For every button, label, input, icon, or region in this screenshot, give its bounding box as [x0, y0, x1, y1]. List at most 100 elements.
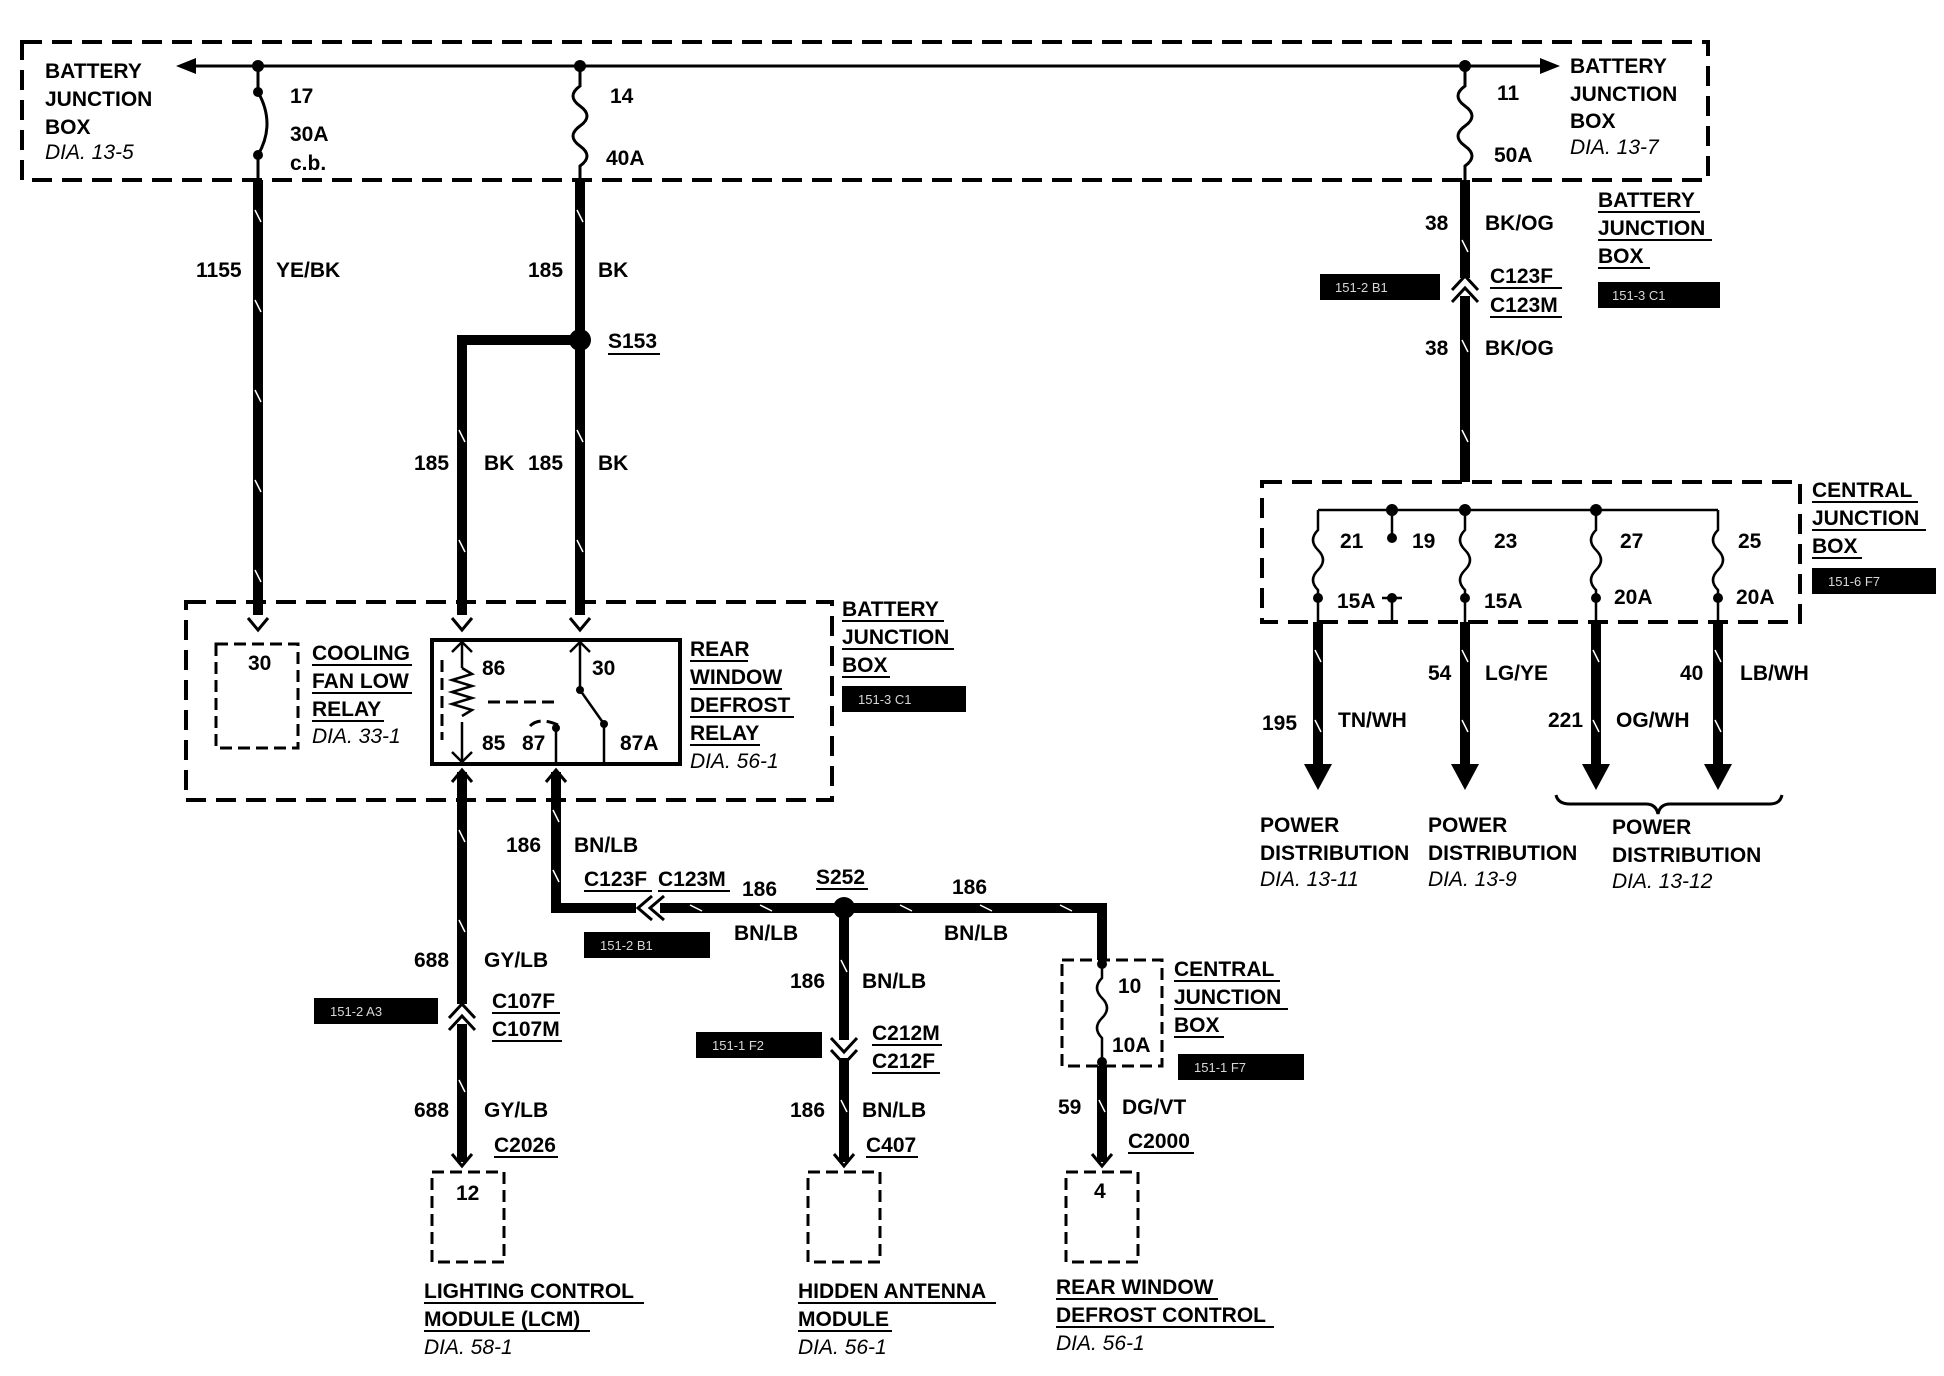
cjb-small-code-tag — [1178, 1054, 1304, 1080]
c107-code: 151-2 A3 — [330, 1004, 382, 1019]
splice-s153: S153 — [608, 330, 657, 353]
wire-221-number: 221 — [1548, 709, 1583, 732]
cjb-small-title-1: CENTRAL — [1174, 958, 1274, 981]
cjb-small-title-3: BOX — [1174, 1014, 1220, 1037]
c107m-label: C107M — [492, 1018, 560, 1041]
wire-195-number: 195 — [1262, 712, 1297, 735]
power-dist-2-dia: DIA. 13-9 — [1428, 868, 1517, 891]
wire-185-left-color: BK — [484, 452, 514, 475]
wire-185-left-number: 185 — [414, 452, 449, 475]
power-dist-2-l1: POWER — [1428, 814, 1507, 837]
wire-186: 186 BN/LB C123F C123M 151-2 B1 186 BN/LB… — [506, 767, 1107, 1169]
lighting-control-module: 12 LIGHTING CONTROL MODULE (LCM) DIA. 58… — [424, 1170, 644, 1359]
wire-40-number: 40 — [1680, 662, 1703, 685]
cjb-rating-27: 20A — [1614, 586, 1653, 609]
c123m-right-label: C123M — [1490, 294, 1558, 317]
cjb-top-title-3: BOX — [1812, 535, 1858, 558]
antenna-label-2: MODULE — [798, 1308, 889, 1331]
connector-c2000: C2000 — [1128, 1130, 1190, 1153]
defrost-relay-pin-85: 85 — [482, 732, 506, 755]
splice-s252: S252 — [816, 866, 865, 889]
defrost-relay-pin-87: 87 — [522, 732, 545, 755]
wire-185: 185 BK S153 185 BK 185 BK — [414, 180, 660, 633]
c212m-label: C212M — [872, 1022, 940, 1045]
power-dist-3-l2: DISTRIBUTION — [1612, 844, 1761, 867]
fuse-11: 11 50A — [1456, 66, 1533, 180]
c212-code: 151-1 F2 — [712, 1038, 764, 1053]
cjb-small-pin: 10 — [1118, 975, 1141, 998]
bjb-right-title-2: JUNCTION — [1570, 83, 1677, 106]
connector-c2026: C2026 — [494, 1134, 556, 1157]
wire-186-c-number: 186 — [952, 876, 987, 899]
defrost-relay-label-2: WINDOW — [690, 666, 782, 689]
wire-59: 59 DG/VT C2000 — [1058, 1066, 1194, 1169]
mid-bjb-title-3: BOX — [842, 654, 888, 677]
right-bjb-label-2: JUNCTION — [1598, 217, 1705, 240]
c212-code-tag — [696, 1032, 822, 1058]
defrost-relay-pin-30: 30 — [592, 657, 615, 680]
wire-54-color: LG/YE — [1485, 662, 1548, 685]
power-dist-2-l2: DISTRIBUTION — [1428, 842, 1577, 865]
wire-186-b-color: BN/LB — [734, 922, 798, 945]
lcm-dia: DIA. 58-1 — [424, 1336, 513, 1359]
wire-221-color: OG/WH — [1616, 709, 1690, 732]
defrost-relay-pin-87a: 87A — [620, 732, 659, 755]
lcm-pin: 12 — [456, 1182, 479, 1205]
mid-bjb-title-1: BATTERY — [842, 598, 939, 621]
wire-54-number: 54 — [1428, 662, 1452, 685]
hidden-antenna-module: HIDDEN ANTENNA MODULE DIA. 56-1 — [798, 1170, 996, 1359]
cooling-relay-pin: 30 — [248, 652, 271, 675]
wire-1155-color: YE/BK — [276, 259, 340, 282]
c123-right-code: 151-2 B1 — [1335, 280, 1388, 295]
cjb-top-title-2: JUNCTION — [1812, 507, 1919, 530]
antenna-label-1: HIDDEN ANTENNA — [798, 1280, 986, 1303]
cjb-pin-27: 27 — [1620, 530, 1643, 553]
wire-38-top-number: 38 — [1425, 212, 1449, 235]
c123f-right-label: C123F — [1490, 265, 1553, 288]
c123-bottom-code: 151-2 B1 — [600, 938, 653, 953]
antenna-dia: DIA. 56-1 — [798, 1336, 887, 1359]
fuse-14-number: 14 — [610, 85, 634, 108]
wire-38: 38 BK/OG 38 BK/OG C123F C123M 151-2 B1 B… — [1320, 180, 1720, 482]
wire-38-bottom-number: 38 — [1425, 337, 1449, 360]
fuse-17-note: c.b. — [290, 152, 326, 175]
wire-688-bottom-color: GY/LB — [484, 1099, 548, 1122]
c123f-bottom-label: C123F — [584, 868, 647, 891]
fuse-14: 14 40A — [571, 66, 645, 180]
c123-right-code-tag — [1320, 274, 1440, 300]
right-bjb-code: 151-3 C1 — [1612, 288, 1665, 303]
fuse-14-rating: 40A — [606, 147, 645, 170]
arrow-right-icon — [1540, 58, 1560, 74]
wire-688-bottom-number: 688 — [414, 1099, 449, 1122]
wire-186-e-number: 186 — [790, 1099, 825, 1122]
right-bjb-label-3: BOX — [1598, 245, 1644, 268]
c107-code-tag — [314, 998, 438, 1024]
cjb-pin-19: 19 — [1412, 530, 1435, 553]
defrost-relay-label-4: RELAY — [690, 722, 759, 745]
cjb-rating-23: 15A — [1484, 590, 1523, 613]
defrost-relay-dia: DIA. 56-1 — [690, 750, 779, 773]
wire-185-top-number: 185 — [528, 259, 563, 282]
power-dist-3-dia: DIA. 13-12 — [1612, 870, 1713, 893]
lcm-label-1: LIGHTING CONTROL — [424, 1280, 634, 1303]
power-dist-1-l1: POWER — [1260, 814, 1339, 837]
cjb-top-code-tag — [1812, 568, 1936, 594]
cooling-relay-label-1: COOLING — [312, 642, 410, 665]
cjb-output-wires: 195 TN/WH 54 LG/YE 221 OG/WH 40 LB/WH PO… — [1260, 622, 1809, 893]
right-bjb-code-tag — [1598, 282, 1720, 308]
wire-186-c-color: BN/LB — [944, 922, 1008, 945]
cjb-pin-25: 25 — [1738, 530, 1762, 553]
wire-59-number: 59 — [1058, 1096, 1081, 1119]
c123m-bottom-label: C123M — [658, 868, 726, 891]
bjb-left-title-1: BATTERY — [45, 60, 142, 83]
wire-38-top-color: BK/OG — [1485, 212, 1554, 235]
fuse-17-number: 17 — [290, 85, 313, 108]
wire-186-e-color: BN/LB — [862, 1099, 926, 1122]
power-dist-1-l2: DISTRIBUTION — [1260, 842, 1409, 865]
connector-c407: C407 — [866, 1134, 916, 1157]
wire-688-top-color: GY/LB — [484, 949, 548, 972]
bjb-right-title-3: BOX — [1570, 110, 1616, 133]
wire-185-right-number: 185 — [528, 452, 563, 475]
cooling-relay-label-2: FAN LOW — [312, 670, 409, 693]
wire-40-color: LB/WH — [1740, 662, 1809, 685]
